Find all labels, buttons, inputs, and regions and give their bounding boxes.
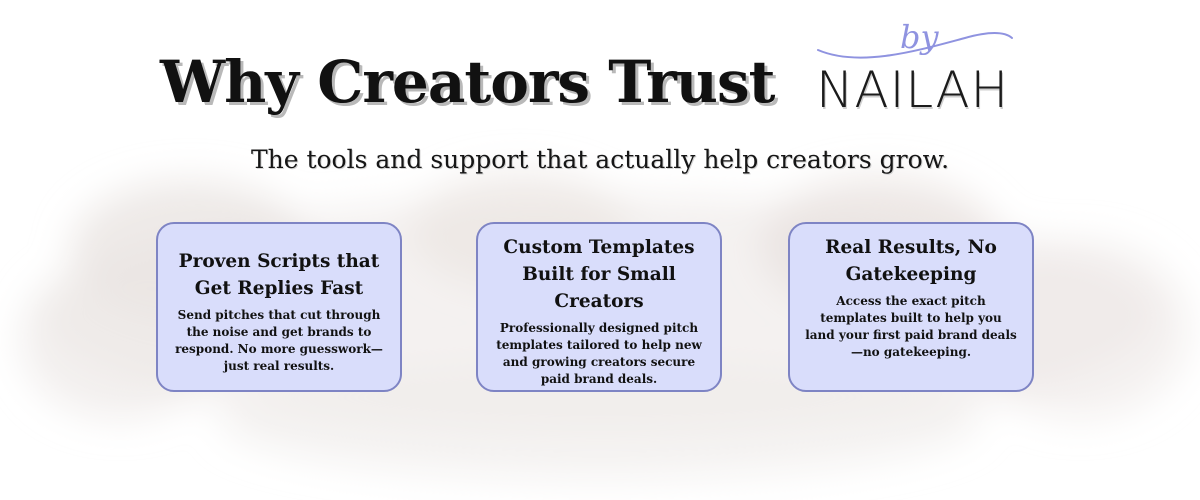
feature-card-title: Custom Templates Built for Small Creator…	[503, 237, 695, 312]
feature-card-text: Professionally designed pitch templates …	[496, 321, 702, 386]
feature-card-templates: Custom Templates Built for Small Creator…	[476, 222, 722, 392]
page-title: Why Creators Trust	[160, 48, 775, 116]
brand-name: NAILAH	[816, 61, 1010, 119]
brand-script-logo: by	[817, 18, 1013, 59]
feature-card-title: Real Results, No Gatekeeping	[825, 237, 997, 285]
feature-card-title: Proven Scripts that Get Replies Fast	[178, 251, 380, 299]
feature-card-text: Access the exact pitch templates built t…	[805, 294, 1017, 359]
feature-card-scripts: Proven Scripts that Get Replies Fast Sen…	[156, 222, 402, 392]
page-subtitle: The tools and support that actually help…	[250, 145, 950, 174]
brand-script-by: by	[900, 18, 939, 56]
feature-card-results: Real Results, No Gatekeeping Access the …	[788, 222, 1034, 392]
feature-card-text: Send pitches that cut through the noise …	[175, 308, 383, 373]
